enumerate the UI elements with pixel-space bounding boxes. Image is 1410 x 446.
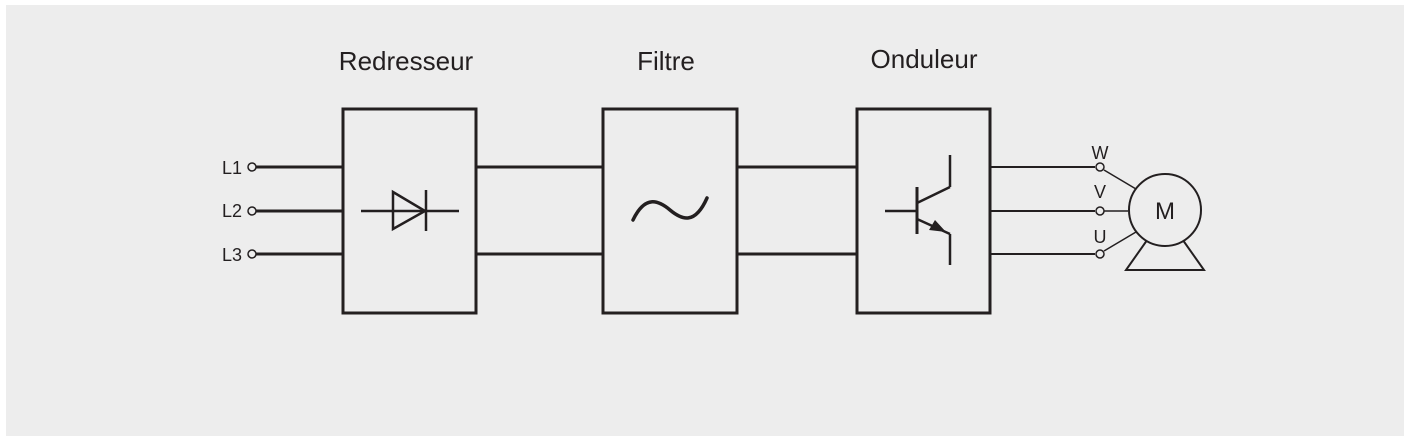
input-wires [256,165,343,256]
motor-icon [1124,173,1206,271]
filter-title: Filtre [637,46,695,76]
output-wires [990,166,1095,255]
dc-bus-1 [476,165,603,256]
inverter-title: Onduleur [871,44,978,74]
output-terminal-label-u: U [1094,227,1107,247]
rectifier-block [341,107,478,315]
diode-icon [361,189,459,232]
rectifier-title: Redresseur [339,46,474,76]
input-terminal-label-l2: L2 [222,201,242,221]
input-terminal-label-l3: L3 [222,245,242,265]
motor-label: M [1155,198,1175,225]
output-terminal-w [1095,162,1105,172]
output-terminal-label-w: W [1092,143,1109,163]
input-terminal-label-l1: L1 [222,158,242,178]
tilde-icon [631,196,709,222]
motor-leads [1103,169,1137,252]
output-terminal-u [1095,249,1105,259]
output-terminal-label-v: V [1094,182,1106,202]
filter-block [601,107,739,315]
transistor-icon [885,155,952,265]
dc-bus-2 [737,165,857,256]
